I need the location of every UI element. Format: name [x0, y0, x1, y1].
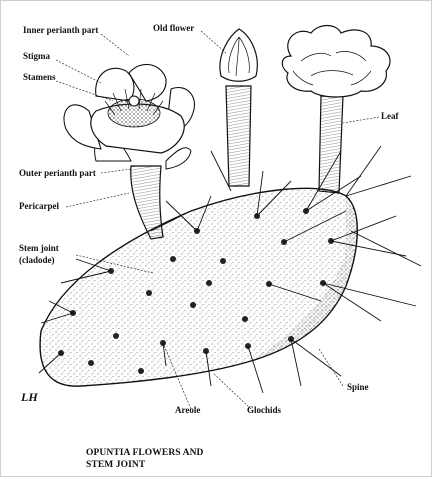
- label-stamens: Stamens: [23, 72, 56, 82]
- label-inner-perianth: Inner perianth part: [23, 25, 98, 35]
- caption-line-2: STEM JOINT: [86, 460, 145, 470]
- caption-line-1: OPUNTIA FLOWERS AND: [86, 448, 204, 458]
- label-areole: Areole: [175, 405, 200, 415]
- label-cladode: (cladode): [19, 255, 55, 265]
- artist-signature: LH: [20, 390, 38, 404]
- label-leaf: Leaf: [381, 111, 399, 121]
- label-outer-perianth: Outer perianth part: [19, 168, 96, 178]
- label-stigma: Stigma: [23, 51, 51, 61]
- label-old-flower: Old flower: [153, 23, 194, 33]
- cladode-pad: [40, 188, 357, 386]
- label-stem-joint: Stem joint: [19, 243, 59, 253]
- label-glochids: Glochids: [247, 405, 282, 415]
- label-pericarpel: Pericarpel: [19, 201, 59, 211]
- label-spine: Spine: [347, 382, 369, 392]
- right-flower: [282, 26, 390, 194]
